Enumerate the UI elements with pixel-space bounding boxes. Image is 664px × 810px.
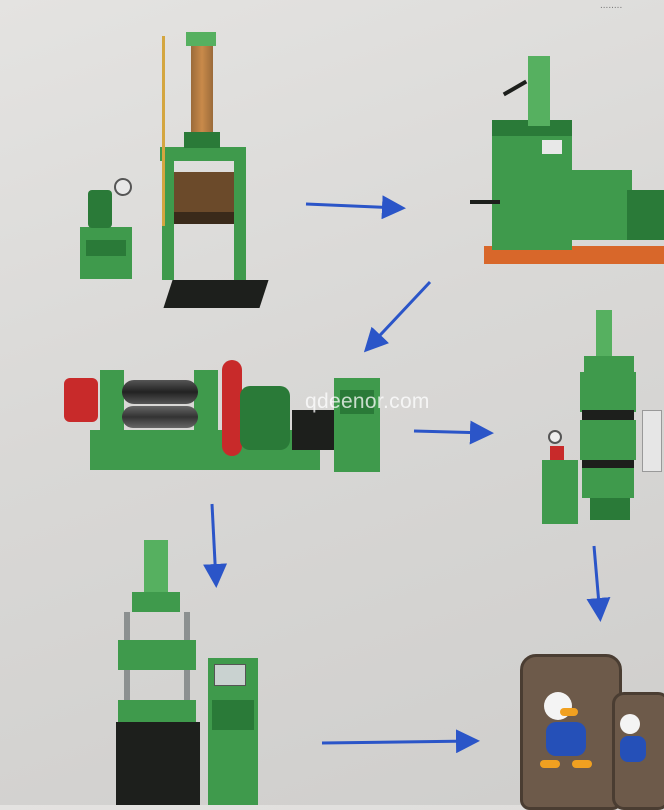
arrow-kneader-to-mill	[363, 280, 432, 353]
arrow-cutter-to-kneader	[305, 195, 406, 220]
mixing-mill-machine	[64, 330, 384, 478]
vulcanizing-press-machine	[526, 310, 664, 526]
corner-text: ........	[600, 0, 623, 11]
pressure-gauge-icon	[114, 178, 132, 196]
arrow-press-to-mats	[586, 545, 611, 622]
arrow-mill-to-press	[413, 420, 494, 445]
rubber-cutter-machine	[78, 32, 269, 314]
injection-molding-machine	[104, 540, 272, 805]
kneader-machine	[462, 50, 664, 270]
watermark: qdeenor.com	[305, 390, 430, 413]
arrow-injection-to-mats	[321, 729, 480, 754]
arrow-mill-to-injection	[203, 503, 228, 588]
pressure-gauge-icon	[548, 430, 562, 444]
